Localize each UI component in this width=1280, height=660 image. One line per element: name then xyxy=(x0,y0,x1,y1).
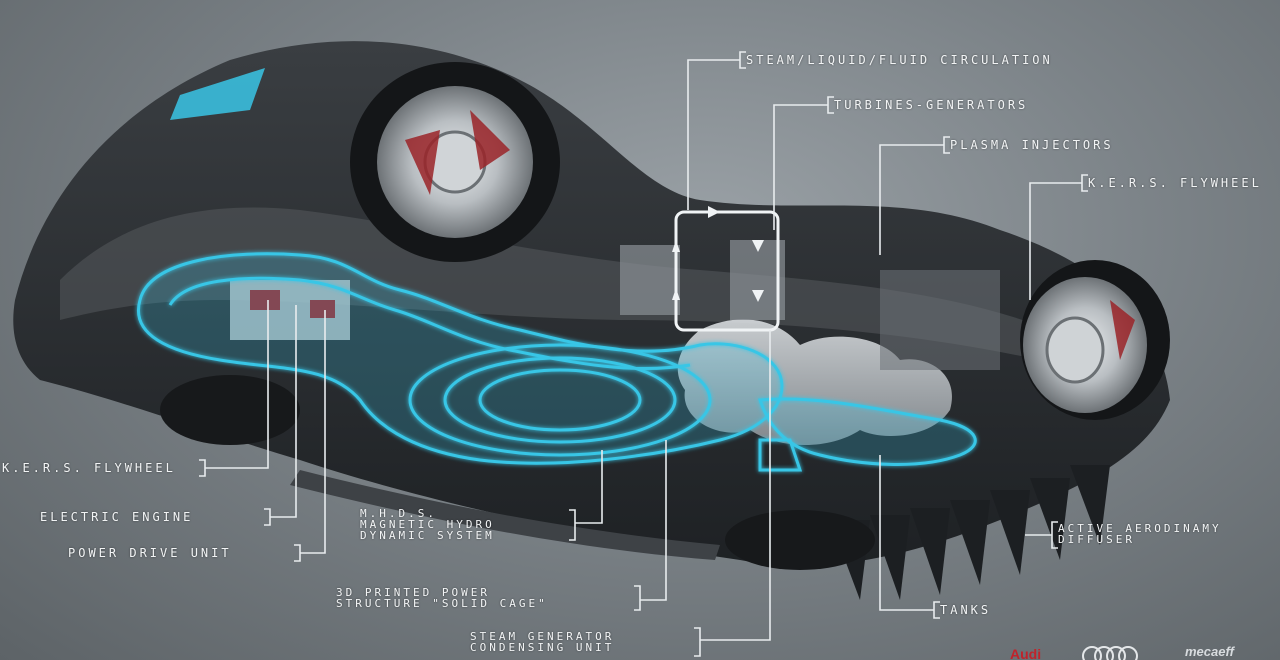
label-steam-generator: STEAM GENERATOR CONDENSING UNIT xyxy=(470,631,614,653)
label-plasma-injectors: PLASMA INJECTORS xyxy=(950,138,1114,152)
circulation-loop xyxy=(672,206,780,332)
label-active-line1: ACTIVE AERODINAMY xyxy=(1058,522,1222,535)
rear-wheel xyxy=(1020,260,1170,420)
label-3d-printed-structure: 3D PRINTED POWER STRUCTURE "SOLID CAGE" xyxy=(336,587,548,609)
label-mhds: M.H.D.S. MAGNETIC HYDRO DYNAMIC SYSTEM xyxy=(360,508,495,541)
mhds-glow-system xyxy=(137,252,977,472)
label-kers-flywheel-left: K.E.R.S. FLYWHEEL xyxy=(2,461,176,475)
label-power-drive-unit: POWER DRIVE UNIT xyxy=(68,546,232,560)
label-mhds-line2: MAGNETIC HYDRO xyxy=(360,518,495,531)
label-electric-engine: ELECTRIC ENGINE xyxy=(40,510,194,524)
label-steam-gen-line1: STEAM GENERATOR xyxy=(470,630,615,643)
brand-text: mecaeff xyxy=(1185,644,1234,659)
label-steam-circulation: STEAM/LIQUID/FLUID CIRCULATION xyxy=(746,53,1053,67)
brand-logo-strip: Audi xyxy=(1010,646,1138,660)
label-mhds-line3: DYNAMIC SYSTEM xyxy=(360,529,495,542)
rear-lower-wheel xyxy=(725,510,875,570)
label-active-aerodinamy: ACTIVE AERODINAMY DIFFUSER xyxy=(1058,523,1222,545)
front-lower-wheel xyxy=(160,375,300,445)
label-printed-line1: 3D PRINTED POWER xyxy=(336,586,490,599)
front-wheel xyxy=(350,62,560,262)
label-mhds-line1: M.H.D.S. xyxy=(360,507,437,520)
label-printed-line2: STRUCTURE "SOLID CAGE" xyxy=(336,597,548,610)
label-steam-gen-line2: CONDENSING UNIT xyxy=(470,641,615,654)
red-brand-mark: Audi xyxy=(1010,646,1041,660)
label-turbines-generators: TURBINES-GENERATORS xyxy=(834,98,1029,112)
label-kers-flywheel-right: K.E.R.S. FLYWHEEL xyxy=(1088,176,1262,190)
label-tanks: TANKS xyxy=(940,603,992,617)
four-rings-logo xyxy=(1082,646,1138,660)
callout-brackets xyxy=(199,51,1088,657)
callout-lines xyxy=(205,59,1082,641)
label-active-line2: DIFFUSER xyxy=(1058,533,1135,546)
